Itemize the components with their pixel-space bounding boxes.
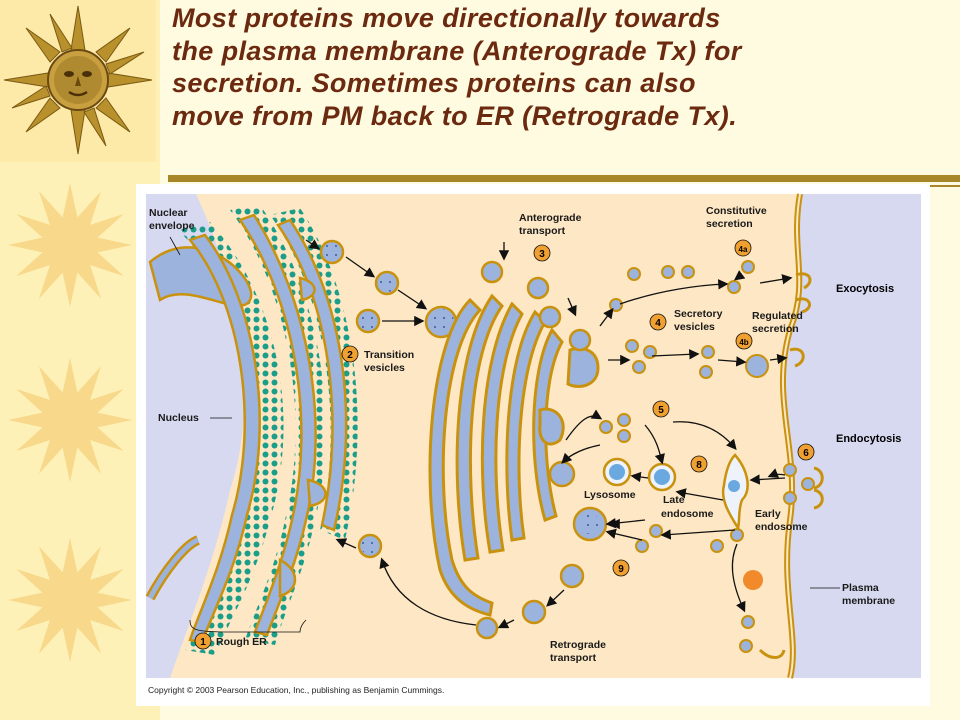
label-retrograde-2: transport — [550, 652, 597, 664]
step-9-badge — [612, 559, 630, 577]
late-endosome — [647, 462, 677, 492]
label-exocytosis: Exocytosis — [836, 283, 894, 295]
label-anterograde-1: Anterograde — [519, 212, 582, 224]
label-late-endosome-1: Late — [663, 494, 685, 506]
lysosome — [602, 457, 632, 487]
step-badges — [194, 239, 815, 650]
step-4a-badge — [734, 239, 752, 257]
leader-lines — [169, 236, 840, 633]
title-line-3: secretion. Sometimes proteins can also — [172, 68, 696, 98]
title-line-4: move from PM back to ER (Retrograde Tx). — [172, 100, 738, 131]
step-5-number: 5 — [658, 405, 664, 416]
step-4-badge — [649, 313, 667, 331]
label-nuclear-envelope-1: Nuclear — [149, 207, 188, 219]
label-constitutive-1: Constitutive — [706, 205, 767, 217]
label-regulated-1: Regulated — [752, 310, 803, 322]
label-plasma-membrane-2: membrane — [842, 595, 895, 607]
label-transition-1: Transition — [364, 349, 414, 361]
title-line-1: Most proteins move directionally towards — [172, 3, 721, 33]
step-2-number: 2 — [347, 350, 353, 361]
title-divider-thick — [168, 175, 960, 182]
label-endocytosis: Endocytosis — [836, 433, 901, 445]
step-5-badge — [652, 400, 670, 418]
step-1-badge — [194, 632, 212, 650]
step-4a-number: 4a — [739, 245, 748, 254]
early-endosome — [721, 453, 749, 532]
step-8-number: 8 — [696, 460, 702, 471]
label-nucleus: Nucleus — [158, 412, 199, 424]
transport-arrows — [305, 239, 793, 629]
step-6-number: 6 — [803, 448, 809, 459]
secretory-vesicles — [599, 260, 815, 653]
step-4-number: 4 — [655, 318, 661, 329]
label-rough-er: Rough ER — [216, 636, 267, 648]
step-3-badge — [533, 244, 551, 262]
step-2-badge — [341, 345, 359, 363]
extracellular-space — [782, 194, 921, 678]
step-9-number: 9 — [618, 564, 624, 575]
step-6-badge — [797, 443, 815, 461]
membrane-pits — [758, 272, 824, 659]
slide-title: Most proteins move directionally towards… — [172, 2, 952, 132]
nucleus — [146, 194, 245, 678]
label-secretory-1: Secretory — [674, 308, 723, 320]
rough-er — [145, 205, 358, 655]
label-plasma-membrane-1: Plasma — [842, 582, 879, 594]
golgi-vesicles — [475, 260, 608, 640]
figure-credit: Copyright © 2003 Pearson Education, Inc.… — [148, 685, 445, 695]
label-nuclear-envelope-2: envelope — [149, 220, 195, 232]
label-regulated-2: secretion — [752, 323, 799, 335]
sun-logo-icon — [3, 5, 153, 155]
label-retrograde-1: Retrograde — [550, 639, 606, 651]
step-4b-number: 4b — [739, 338, 748, 347]
label-early-endosome-1: Early — [755, 508, 781, 520]
step-4b-badge — [735, 332, 753, 350]
label-transition-2: vesicles — [364, 362, 405, 374]
step-3-number: 3 — [539, 249, 545, 260]
golgi-apparatus — [428, 293, 600, 617]
label-lysosome: Lysosome — [584, 489, 636, 501]
step-8-badge — [690, 455, 708, 473]
step-1-number: 1 — [200, 637, 206, 648]
label-early-endosome-2: endosome — [755, 521, 808, 533]
label-anterograde-2: transport — [519, 225, 566, 237]
label-constitutive-2: secretion — [706, 218, 753, 230]
title-line-2: the plasma membrane (Anterograde Tx) for — [172, 35, 742, 66]
endocytic-vesicle — [743, 570, 763, 590]
label-secretory-2: vesicles — [674, 321, 715, 333]
label-late-endosome-2: endosome — [661, 508, 714, 520]
